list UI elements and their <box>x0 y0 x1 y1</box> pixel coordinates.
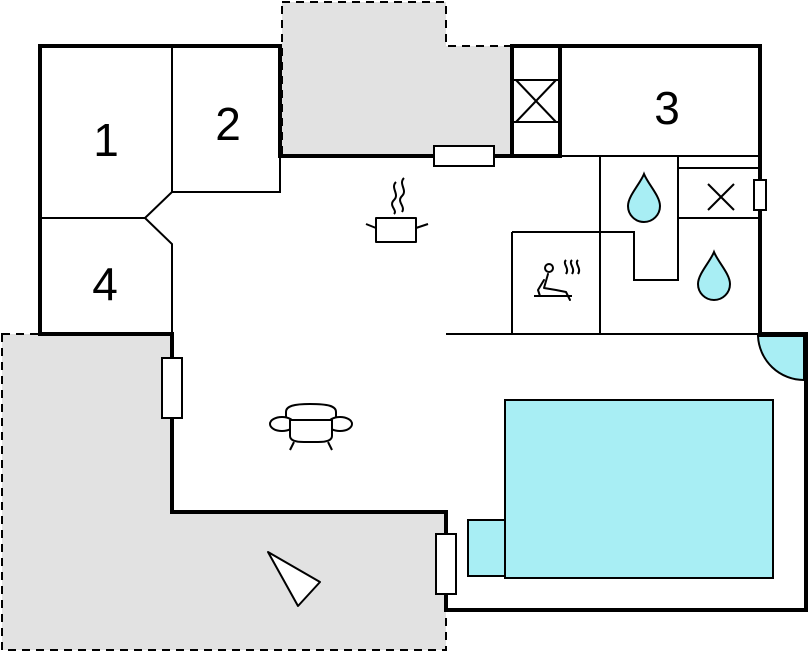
room-number-4: 4 <box>92 258 118 310</box>
toilet-cross-icon <box>707 183 735 211</box>
room-number-1: 1 <box>93 114 119 166</box>
window-wc <box>753 179 767 211</box>
door-swing-arc <box>756 335 805 382</box>
cooking-pot-icon <box>365 177 429 243</box>
interior-walls <box>40 46 760 335</box>
room-number-2: 2 <box>215 98 241 150</box>
water-drop-icon <box>626 171 662 223</box>
north-arrow-icon <box>267 551 321 607</box>
water-drop-icon <box>696 249 732 301</box>
room-number-3: 3 <box>654 82 680 134</box>
sauna-icon <box>534 259 581 301</box>
window-left <box>161 357 183 419</box>
chimney-cross-icon <box>514 48 558 154</box>
window-top <box>433 145 495 167</box>
sofa-icon <box>269 403 353 451</box>
window-bottom <box>435 533 457 595</box>
terrace-top <box>281 1 513 157</box>
terrace-bottom-left <box>1 333 447 651</box>
swimming-pool <box>467 399 774 579</box>
